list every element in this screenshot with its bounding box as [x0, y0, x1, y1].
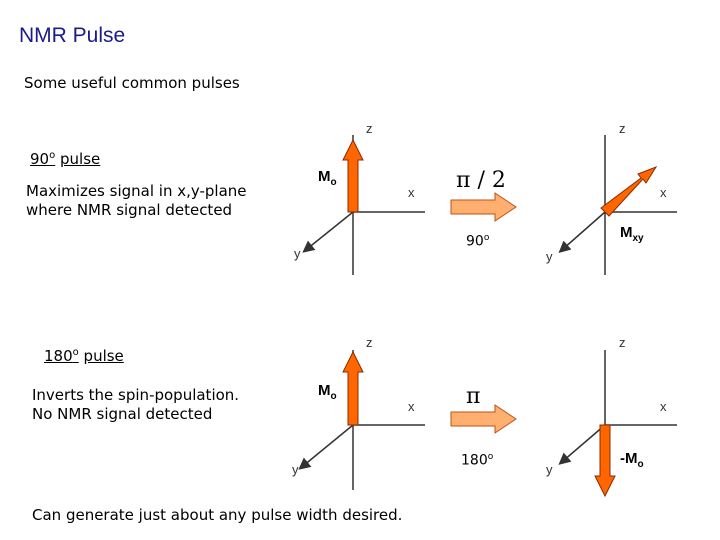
- page-title: NMR Pulse: [19, 24, 126, 47]
- mxy-vector: [600, 165, 658, 217]
- pulse90-angle: 90o: [466, 233, 490, 250]
- minus-m0-vector: [594, 424, 616, 498]
- axes-180-before: [298, 350, 425, 490]
- x-axis-label: x: [660, 399, 667, 414]
- y-axis: [558, 211, 606, 253]
- pulse180-angle: 180o: [461, 452, 494, 469]
- m0-label: Mo: [318, 168, 337, 188]
- pulse90-operator: π / 2: [456, 168, 506, 193]
- pulse90-description: Maximizes signal in x,y-plane where NMR …: [26, 182, 286, 220]
- y-axis: [298, 424, 354, 470]
- axes-90-after: [558, 135, 677, 275]
- x-axis-label: x: [660, 185, 667, 200]
- m0-vector: [342, 350, 364, 426]
- pulse90-title: 90o pulse: [30, 150, 101, 168]
- pulse180-desc-line1: Inverts the spin-population.: [32, 386, 240, 404]
- z-axis-label: z: [619, 121, 626, 136]
- pulse90-desc-line2: where NMR signal detected: [26, 201, 233, 219]
- x-axis-label: x: [408, 399, 415, 414]
- pulse180-operator: π: [466, 384, 481, 409]
- y-axis-label: y: [292, 462, 299, 477]
- page-subtitle: Some useful common pulses: [24, 74, 240, 92]
- pulse180-title: 180o pulse: [44, 347, 124, 365]
- m0-label: Mo: [318, 382, 337, 402]
- axes-180-after: [558, 350, 677, 498]
- y-axis: [558, 424, 606, 465]
- minus-m0-label: -Mo: [620, 450, 644, 470]
- pulse90-arrow: [450, 192, 517, 222]
- pulse180-desc-line2: No NMR signal detected: [32, 405, 213, 423]
- pulse180-description: Inverts the spin-population. No NMR sign…: [32, 386, 292, 424]
- y-axis-label: y: [546, 249, 553, 264]
- y-axis-label: y: [294, 246, 301, 261]
- z-axis-label: z: [619, 335, 626, 350]
- y-axis: [302, 211, 354, 253]
- footer-note: Can generate just about any pulse width …: [32, 506, 403, 524]
- z-axis-label: z: [366, 121, 373, 136]
- x-axis-label: x: [408, 185, 415, 200]
- y-axis-label: y: [546, 462, 553, 477]
- m0-vector: [342, 138, 364, 213]
- mxy-label: Mxy: [620, 224, 644, 244]
- pulse90-desc-line1: Maximizes signal in x,y-plane: [26, 182, 247, 200]
- axes-90-before: [302, 135, 425, 275]
- z-axis-label: z: [366, 335, 373, 350]
- pulse180-arrow: [450, 404, 517, 434]
